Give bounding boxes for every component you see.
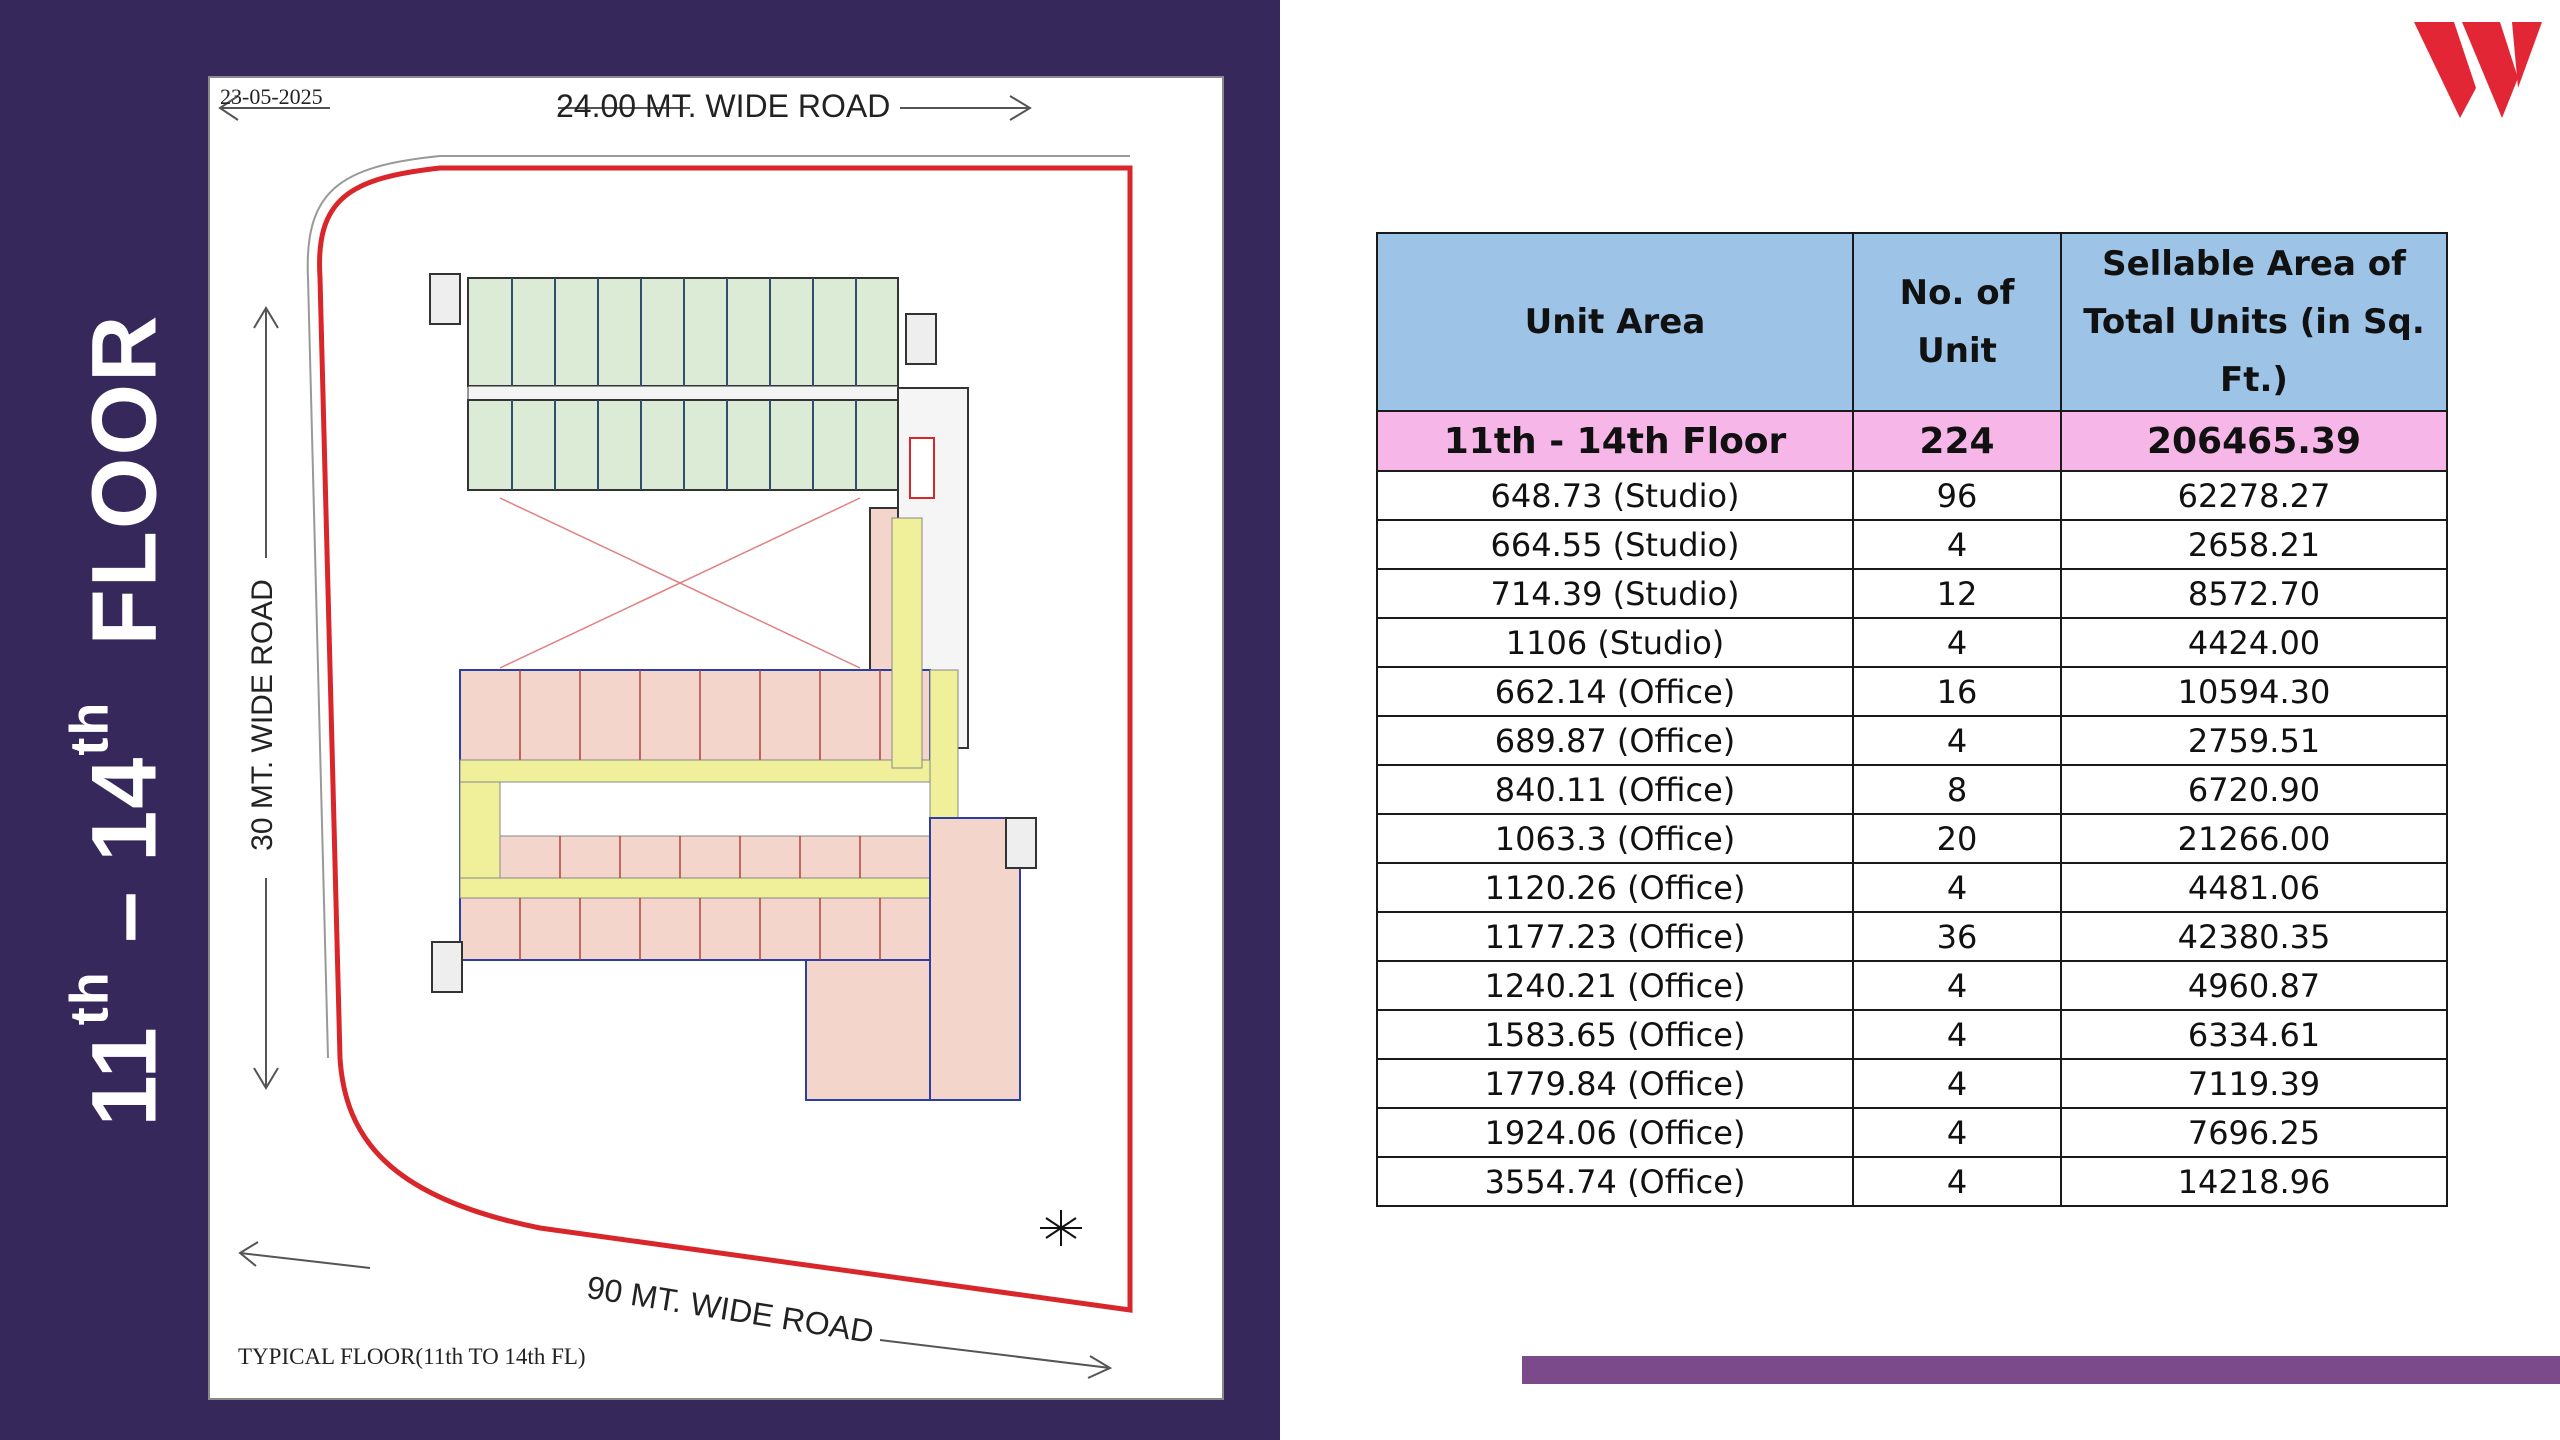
cell-total: 10594.30 [2060, 666, 2448, 717]
cell-units: 36 [1852, 911, 2062, 962]
cell-area: 1240.21 (Office) [1376, 960, 1854, 1011]
cell-units: 4 [1852, 617, 2062, 668]
page-title: 11th – 14th FLOOR [59, 314, 178, 1127]
cell-area: 1063.3 (Office) [1376, 813, 1854, 864]
cell-units: 8 [1852, 764, 2062, 815]
cell-total: 7119.39 [2060, 1058, 2448, 1109]
cell-area: 1924.06 (Office) [1376, 1107, 1854, 1158]
title-sup: th [59, 700, 120, 756]
cell-units: 4 [1852, 715, 2062, 766]
cell-area: 662.14 (Office) [1376, 666, 1854, 717]
cell-units: 4 [1852, 519, 2062, 570]
unit-area-table: Unit Area No. of Unit Sellable Area of T… [1376, 232, 2448, 1207]
title-part: – 14 [73, 755, 176, 971]
total-area: 206465.39 [2060, 410, 2448, 472]
table-header-row: Unit Area No. of Unit Sellable Area of T… [1376, 232, 2448, 412]
sidebar-panel: 11th – 14th FLOOR [0, 0, 1280, 1440]
cell-total: 2759.51 [2060, 715, 2448, 766]
header-unit-area: Unit Area [1376, 232, 1854, 412]
road-label-top: 24.00 MT. WIDE ROAD [556, 88, 891, 124]
table-total-row: 11th - 14th Floor 224 206465.39 [1376, 410, 2448, 472]
cell-units: 4 [1852, 960, 2062, 1011]
header-no-of-unit: No. of Unit [1852, 232, 2062, 412]
cell-area: 840.11 (Office) [1376, 764, 1854, 815]
cell-total: 7696.25 [2060, 1107, 2448, 1158]
cell-units: 96 [1852, 470, 2062, 521]
cell-area: 1120.26 (Office) [1376, 862, 1854, 913]
cell-units: 4 [1852, 1107, 2062, 1158]
cell-units: 20 [1852, 813, 2062, 864]
header-sellable-area: Sellable Area of Total Units (in Sq. Ft.… [2060, 232, 2448, 412]
title-sup: th [59, 970, 120, 1026]
brand-logo-icon [2414, 22, 2542, 118]
cell-units: 4 [1852, 862, 2062, 913]
cell-area: 1583.65 (Office) [1376, 1009, 1854, 1060]
title-part: FLOOR [73, 313, 176, 701]
cell-area: 1779.84 (Office) [1376, 1058, 1854, 1109]
title-part: 11 [73, 1025, 176, 1127]
cell-total: 42380.35 [2060, 911, 2448, 962]
cell-total: 6334.61 [2060, 1009, 2448, 1060]
cell-area: 1106 (Studio) [1376, 617, 1854, 668]
road-label-left: 30 MT. WIDE ROAD [246, 579, 279, 851]
cell-total: 62278.27 [2060, 470, 2448, 521]
cell-area: 714.39 (Studio) [1376, 568, 1854, 619]
cell-area: 1177.23 (Office) [1376, 911, 1854, 962]
accent-bar [1522, 1356, 2560, 1384]
cell-area: 664.55 (Studio) [1376, 519, 1854, 570]
cell-units: 12 [1852, 568, 2062, 619]
cell-units: 16 [1852, 666, 2062, 717]
plan-caption: TYPICAL FLOOR(11th TO 14th FL) [238, 1344, 586, 1369]
floor-plan-drawing [218, 95, 1133, 1379]
cell-total: 6720.90 [2060, 764, 2448, 815]
cell-area: 3554.74 (Office) [1376, 1156, 1854, 1207]
floor-plan: 23-05-2025 24.00 MT. WIDE ROAD 30 MT. WI… [208, 76, 1224, 1400]
total-units: 224 [1852, 410, 2062, 472]
cell-total: 14218.96 [2060, 1156, 2448, 1207]
cell-total: 4481.06 [2060, 862, 2448, 913]
cell-units: 4 [1852, 1058, 2062, 1109]
cell-area: 689.87 (Office) [1376, 715, 1854, 766]
total-label: 11th - 14th Floor [1376, 410, 1854, 472]
cell-total: 4960.87 [2060, 960, 2448, 1011]
cell-units: 4 [1852, 1009, 2062, 1060]
cell-total: 8572.70 [2060, 568, 2448, 619]
cell-total: 2658.21 [2060, 519, 2448, 570]
plan-date: 23-05-2025 [220, 84, 323, 109]
cell-total: 4424.00 [2060, 617, 2448, 668]
cell-area: 648.73 (Studio) [1376, 470, 1854, 521]
cell-total: 21266.00 [2060, 813, 2448, 864]
cell-units: 4 [1852, 1156, 2062, 1207]
